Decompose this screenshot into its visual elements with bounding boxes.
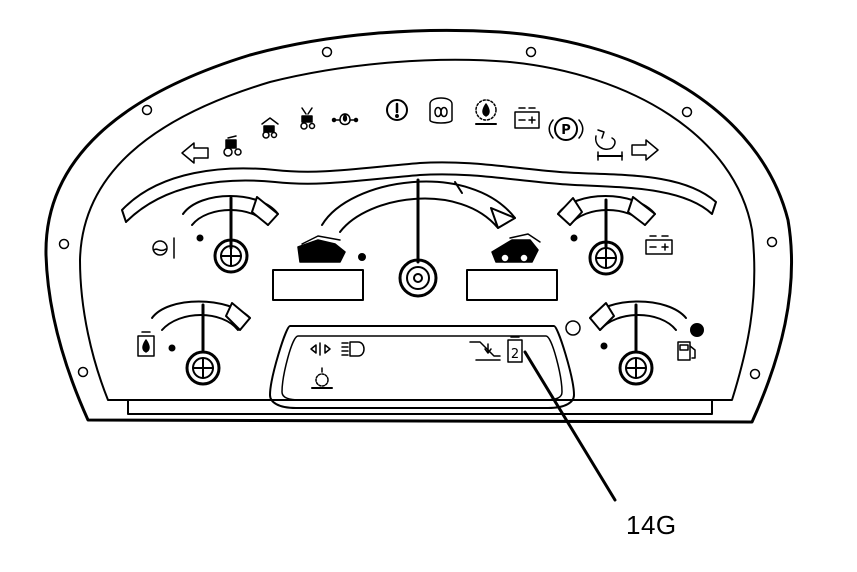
gauge-hub-cross [220, 245, 242, 267]
tractor-icon [223, 135, 242, 157]
inner-bezel [79, 58, 756, 401]
indicator-2-text: 2 [511, 347, 519, 362]
gauge-redzone [251, 196, 279, 226]
mounting-hole [749, 368, 761, 380]
gauge-light-sensor [565, 320, 581, 336]
machine-fast-icon [491, 233, 541, 263]
lower-indicator-pod [269, 325, 575, 409]
left-turn-arrow-icon [181, 142, 209, 164]
right-lcd-window [466, 269, 558, 301]
mounting-hole [766, 236, 778, 248]
battery-charge-icon [514, 107, 540, 129]
turn-signal-icon [310, 342, 331, 356]
indicator-dot [358, 253, 366, 261]
hydraulic-oil-icon [137, 331, 155, 357]
outer-bezel [44, 28, 794, 424]
gauge-indicator-dot [196, 234, 204, 242]
tachometer-gauge [321, 178, 516, 298]
callout-leader-line [523, 350, 617, 502]
gauge-arc [321, 180, 516, 226]
left-lcd-window [272, 269, 364, 301]
gauge-arc-inner [339, 197, 499, 233]
hydraulic-oil-gauge [151, 300, 251, 386]
mounting-hole [525, 46, 537, 58]
gauge-hub [588, 240, 624, 276]
gauge-redzone [589, 302, 615, 331]
gauge-indicator-dot [570, 234, 578, 242]
headlight-icon [341, 341, 365, 357]
gauge-redzone [225, 302, 251, 331]
tractor-low-icon [300, 107, 316, 130]
lower-pod-indicators: 2 [310, 336, 523, 389]
gauge-redzone [627, 196, 656, 226]
gauge-hub-cross [192, 357, 214, 379]
gauge-indicator-dot [600, 342, 608, 350]
master-warning-icon [386, 99, 408, 121]
glow-plug-icon [429, 97, 453, 124]
coolant-temp-gauge [182, 195, 279, 274]
gauge-hub-center [413, 273, 423, 283]
gauge-hub-inner [406, 266, 430, 290]
indicator-2: 2 [507, 336, 523, 363]
battery-gauge-icon [645, 235, 673, 255]
svg-text:P: P [561, 123, 571, 138]
parking-brake-icon: P [548, 117, 584, 141]
voltage-gauge [557, 195, 656, 276]
gauge-bay [120, 168, 720, 345]
engine-speed-icon [311, 367, 333, 389]
mounting-hole [141, 104, 153, 116]
mounting-hole [77, 366, 89, 378]
gauge-hub [618, 350, 654, 386]
gauge-arc-inner [161, 314, 239, 331]
lower-indicator-pod-inner [281, 335, 563, 401]
mounting-hole [58, 238, 70, 250]
mounting-hole [321, 46, 333, 58]
gauge-redzone [557, 197, 583, 226]
gauge-tick [454, 181, 463, 194]
gauge-hub-cross [625, 357, 647, 379]
callout-label-14g: 14G [626, 510, 677, 540]
fuel-gauge [589, 300, 687, 386]
right-turn-arrow-icon [631, 139, 659, 161]
gauge-hub [398, 258, 438, 298]
mounting-holes [58, 46, 778, 380]
gauge-redzone [490, 207, 516, 229]
bezel-bottom-lip [87, 419, 753, 423]
gauge-hub [213, 238, 249, 274]
mounting-hole [681, 106, 693, 118]
machine-slow-icon [297, 235, 346, 263]
air-filter-icon [595, 129, 623, 161]
gauge-hub-cross [595, 247, 617, 269]
indicator-light-strip [121, 161, 717, 223]
warning-indicator-row: P [181, 97, 659, 164]
oil-pressure-icon [331, 113, 359, 126]
fuel-pump-icon [677, 341, 696, 361]
tractor-high-icon [261, 117, 279, 139]
float-mode-icon [469, 341, 501, 361]
coolant-temp-icon [152, 237, 175, 259]
low-fuel-warning-lamp [690, 323, 704, 337]
panel-face-bottom [127, 399, 713, 415]
gauge-indicator-dot [168, 344, 176, 352]
hydraulic-temp-icon [475, 99, 497, 125]
gauge-hub [185, 350, 221, 386]
